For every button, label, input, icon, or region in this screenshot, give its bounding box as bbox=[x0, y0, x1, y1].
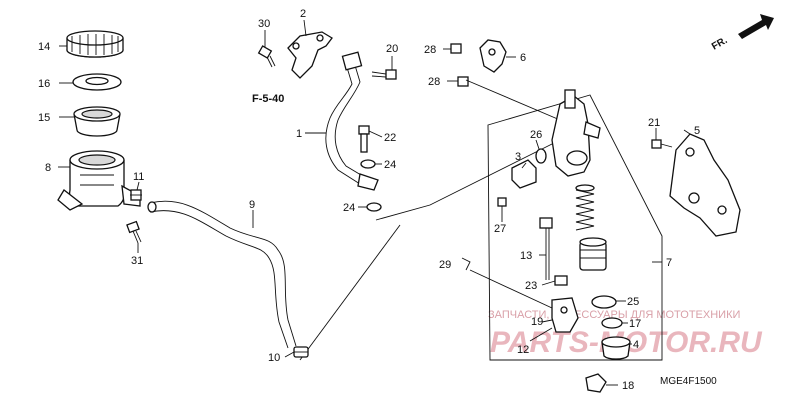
front-direction: FR. bbox=[710, 14, 774, 53]
push-rod-13 bbox=[539, 217, 553, 280]
bolt-28a bbox=[450, 43, 462, 54]
label-25: 25 bbox=[627, 296, 639, 308]
washer-24a bbox=[360, 159, 376, 169]
joint-3 bbox=[511, 159, 537, 189]
hose-1 bbox=[325, 51, 379, 191]
label-30: 30 bbox=[258, 18, 270, 30]
label-7: 7 bbox=[666, 257, 672, 269]
front-arrow-icon bbox=[738, 14, 774, 39]
joint-plate-12 bbox=[551, 297, 579, 333]
label-1: 1 bbox=[296, 128, 302, 140]
plate-16 bbox=[72, 73, 122, 91]
label-2: 2 bbox=[300, 8, 306, 20]
reservoir-8 bbox=[57, 150, 141, 211]
label-4: 4 bbox=[633, 339, 639, 351]
label-28a: 28 bbox=[424, 44, 436, 56]
label-3: 3 bbox=[515, 151, 521, 163]
washer-25 bbox=[591, 295, 617, 309]
pin-29 bbox=[461, 257, 471, 271]
label-12: 12 bbox=[517, 344, 529, 356]
diaphragm-15 bbox=[73, 106, 121, 137]
bolt-21 bbox=[651, 139, 673, 149]
label-18: 18 bbox=[622, 380, 634, 392]
stay-6 bbox=[479, 39, 507, 73]
part-labels: 14 16 15 8 11 31 9 10 30 2 20 F-5-40 1 2… bbox=[38, 8, 700, 392]
label-28b: 28 bbox=[428, 76, 440, 88]
leader-lines bbox=[58, 19, 691, 386]
bolt-28b bbox=[457, 76, 469, 87]
label-5: 5 bbox=[694, 125, 700, 137]
bolt-30 bbox=[257, 45, 276, 68]
master-cylinder-body bbox=[551, 89, 601, 177]
cup-4 bbox=[601, 336, 631, 360]
pin-leader bbox=[469, 269, 553, 309]
nut-23 bbox=[554, 275, 568, 286]
label-16: 16 bbox=[38, 78, 50, 90]
watermark-line1: ЗАПЧАСТИ, АКСЕССУАРЫ ДЛЯ МОТОТЕХНИКИ bbox=[488, 309, 740, 321]
diagram-code: MGE4F1500 bbox=[660, 376, 717, 387]
label-13: 13 bbox=[520, 250, 532, 262]
front-direction-label: FR. bbox=[710, 35, 730, 53]
label-6: 6 bbox=[520, 52, 526, 64]
label-8: 8 bbox=[45, 162, 51, 174]
piston bbox=[579, 237, 607, 271]
spring bbox=[575, 184, 595, 231]
label-24a: 24 bbox=[384, 159, 396, 171]
label-14: 14 bbox=[38, 41, 50, 53]
bolt-31 bbox=[126, 220, 142, 244]
label-20: 20 bbox=[386, 43, 398, 55]
label-10: 10 bbox=[268, 352, 280, 364]
clip-11 bbox=[130, 189, 142, 201]
link-line bbox=[465, 79, 561, 121]
label-23: 23 bbox=[525, 280, 537, 292]
o-ring-26 bbox=[535, 148, 547, 164]
reservoir-hose-9 bbox=[147, 200, 297, 349]
bolt-20 bbox=[371, 69, 397, 80]
label-27: 27 bbox=[494, 223, 506, 235]
label-11: 11 bbox=[133, 171, 144, 183]
label-26: 26 bbox=[530, 129, 542, 141]
label-15: 15 bbox=[38, 112, 50, 124]
label-24b: 24 bbox=[343, 202, 355, 214]
boot-18 bbox=[585, 373, 607, 393]
label-17: 17 bbox=[629, 318, 641, 330]
section-line bbox=[375, 139, 561, 221]
label-21: 21 bbox=[648, 117, 660, 129]
circlip-17 bbox=[601, 317, 623, 329]
section-line-2 bbox=[299, 224, 401, 361]
bolt-22 bbox=[358, 125, 370, 153]
bolt-27 bbox=[497, 197, 507, 218]
plate-5 bbox=[669, 133, 741, 237]
cap-14 bbox=[66, 30, 124, 58]
label-31: 31 bbox=[131, 255, 143, 267]
reference-f-5-40: F-5-40 bbox=[252, 93, 284, 105]
washer-24b bbox=[366, 202, 382, 212]
label-9: 9 bbox=[249, 199, 255, 211]
label-19: 19 bbox=[531, 316, 543, 328]
bracket-2 bbox=[287, 31, 333, 79]
clip-10 bbox=[293, 346, 309, 358]
label-22: 22 bbox=[384, 132, 396, 144]
label-29: 29 bbox=[439, 259, 451, 271]
